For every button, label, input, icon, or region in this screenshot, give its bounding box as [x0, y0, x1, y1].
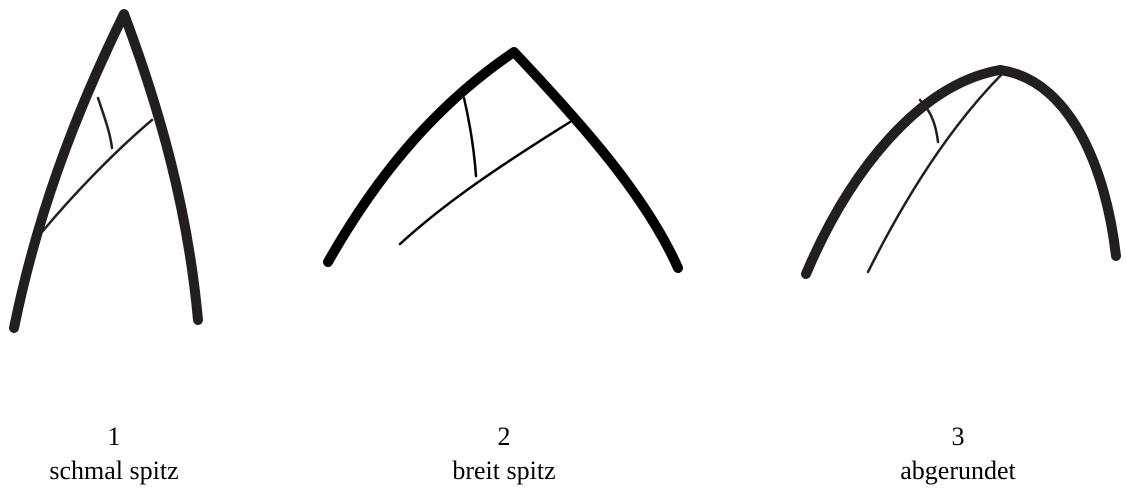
- arch-shapes-diagram: [0, 0, 1126, 400]
- arch-broad-pointed: [328, 52, 678, 268]
- figure-1-label: schmal spitz: [4, 454, 224, 488]
- arch-2-inner-line: [400, 122, 570, 244]
- figure-3-label: abgerundet: [848, 454, 1068, 488]
- figure-2-label: breit spitz: [394, 454, 614, 488]
- figure-2-number: 2: [394, 420, 614, 454]
- arch-3-outer-stroke: [806, 70, 1116, 274]
- arch-1-connector: [98, 98, 112, 148]
- arch-2-outer-stroke: [328, 52, 678, 268]
- arch-rounded: [806, 70, 1116, 274]
- arch-1-outer-stroke: [14, 14, 198, 328]
- figure-3-number: 3: [848, 420, 1068, 454]
- arch-2-connector: [464, 98, 476, 176]
- figure-3-caption: 3 abgerundet: [848, 420, 1068, 488]
- figure-2-caption: 2 breit spitz: [394, 420, 614, 488]
- figure-1-number: 1: [4, 420, 224, 454]
- figure-1-caption: 1 schmal spitz: [4, 420, 224, 488]
- arch-narrow-pointed: [14, 14, 198, 328]
